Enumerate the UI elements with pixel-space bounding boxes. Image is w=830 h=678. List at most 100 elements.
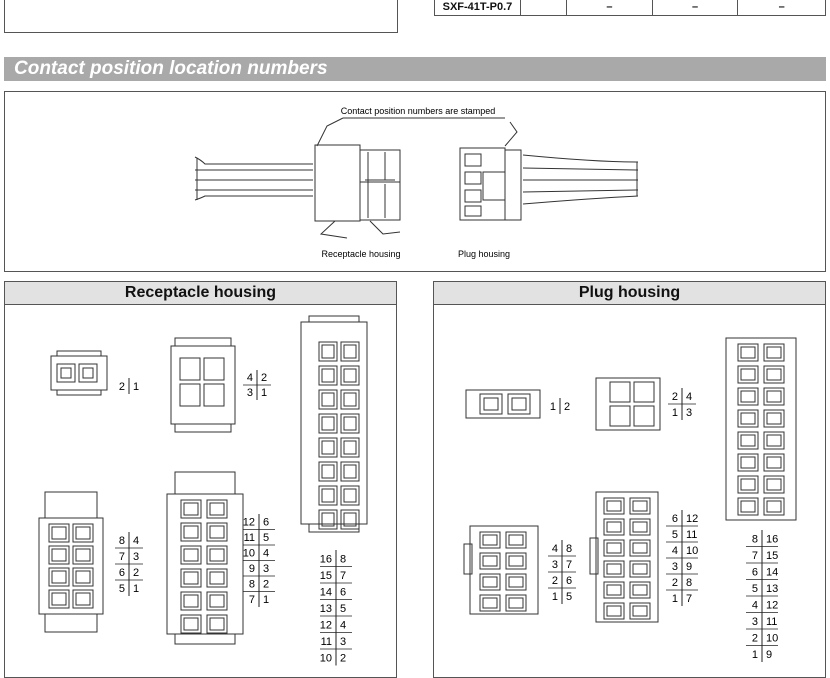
cavity	[629, 497, 651, 515]
position-number: 2	[340, 653, 346, 665]
cavity-inner	[766, 390, 782, 403]
cavity	[318, 341, 338, 362]
position-number: 9	[249, 563, 255, 575]
position-number: 7	[340, 570, 346, 582]
position-number: 5	[263, 532, 269, 544]
cavity-inner	[632, 605, 648, 617]
cavity-inner	[766, 478, 782, 491]
cavity	[629, 518, 651, 536]
cavity	[180, 568, 202, 588]
cavity-inner	[321, 440, 335, 455]
top-left-frame	[4, 0, 398, 33]
cavity	[318, 437, 338, 458]
position-number: 4	[340, 620, 346, 632]
cavity-inner	[321, 416, 335, 431]
cavity-inner	[75, 548, 91, 562]
position-number: 12	[320, 620, 332, 632]
cavity-inner	[766, 456, 782, 469]
position-number: 12	[766, 600, 778, 612]
cavity	[763, 387, 785, 406]
position-number: 11	[244, 532, 255, 544]
position-number: 1	[133, 583, 139, 595]
cavity-inner	[343, 464, 357, 479]
position-number: 8	[119, 535, 125, 547]
cavity-inner	[606, 584, 622, 596]
cavity	[603, 581, 625, 599]
plug-12-cavities	[603, 497, 651, 620]
cavity	[629, 602, 651, 620]
position-number: 8	[340, 554, 346, 566]
cavity	[763, 343, 785, 362]
position-number: 10	[766, 633, 778, 645]
position-number: 12	[243, 517, 255, 529]
cavity	[603, 602, 625, 620]
cavity	[318, 509, 338, 530]
position-number: 7	[686, 593, 692, 605]
position-number: 2	[672, 577, 678, 589]
position-number: 3	[247, 387, 253, 399]
position-number: 14	[766, 567, 778, 579]
position-number: 2	[552, 575, 558, 587]
position-number: 2	[564, 401, 570, 413]
cavity-inner	[343, 368, 357, 383]
receptacle-panel-title: Receptacle housing	[5, 282, 396, 305]
position-number: 13	[766, 583, 778, 595]
cavity-inner	[508, 597, 524, 609]
cavity-inner	[183, 548, 199, 562]
cavity-inner	[183, 617, 199, 631]
cavity-inner	[606, 605, 622, 617]
cavity	[505, 552, 527, 570]
position-number: 3	[752, 616, 758, 628]
cavity	[479, 573, 501, 591]
plug-16-cavities	[737, 343, 785, 516]
cavity	[763, 431, 785, 450]
cavity	[505, 531, 527, 549]
position-number: 6	[263, 517, 269, 529]
cavity	[72, 523, 94, 543]
cavity-inner	[183, 571, 199, 585]
position-number: 3	[133, 551, 139, 563]
position-number: 8	[566, 543, 572, 555]
cavity-inner	[508, 555, 524, 567]
cavity	[737, 365, 759, 384]
position-number: 2	[752, 633, 758, 645]
position-number: 4	[686, 391, 692, 403]
plug-8-cavities	[479, 531, 527, 612]
cavity-inner	[632, 563, 648, 575]
cavity	[72, 567, 94, 587]
cavity	[72, 545, 94, 565]
cavity-inner	[740, 346, 756, 359]
cavity	[318, 389, 338, 410]
position-number: 11	[321, 636, 332, 648]
cavity	[206, 568, 228, 588]
cavity-inner	[482, 597, 498, 609]
position-number: 9	[686, 561, 692, 573]
cavity	[206, 614, 228, 634]
cavity	[603, 539, 625, 557]
cavity	[763, 497, 785, 516]
position-number: 10	[320, 653, 332, 665]
position-number: 1	[552, 591, 558, 603]
position-number: 9	[766, 649, 772, 661]
cavity	[479, 594, 501, 612]
cavity-inner	[51, 548, 67, 562]
cavity	[629, 539, 651, 557]
section-banner: Contact position location numbers	[4, 57, 826, 81]
cavity	[763, 475, 785, 494]
cavity-inner	[321, 392, 335, 407]
position-number: 10	[243, 548, 255, 560]
position-number: 3	[672, 561, 678, 573]
cavity	[48, 589, 70, 609]
cavity-inner	[740, 412, 756, 425]
cavity-inner	[343, 440, 357, 455]
cavity	[629, 560, 651, 578]
cavity	[737, 453, 759, 472]
cavity	[318, 413, 338, 434]
cavity	[737, 409, 759, 428]
